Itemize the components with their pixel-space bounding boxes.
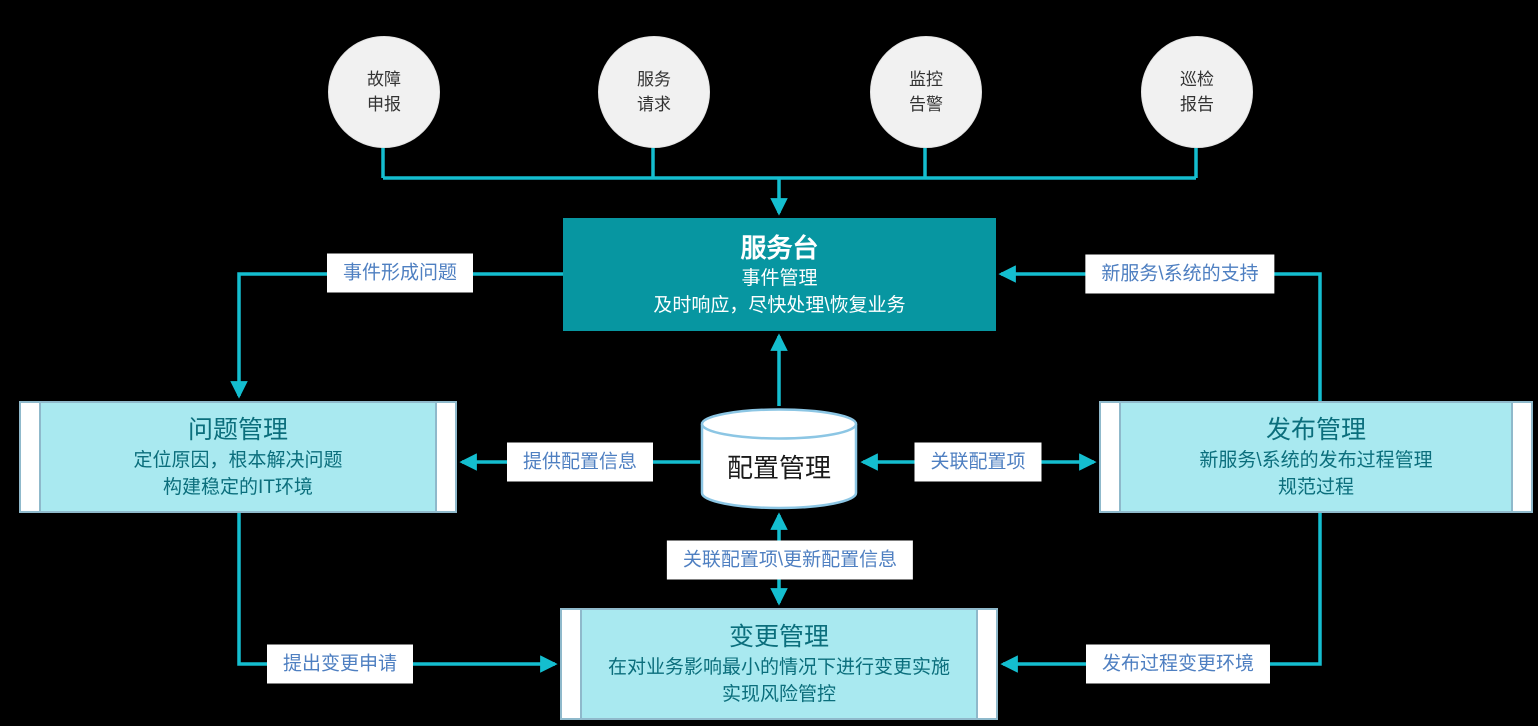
change-management-shape	[580, 610, 978, 718]
change-management-node: 变更管理 在对业务影响最小的情况下进行变更实施 实现风险管控	[560, 608, 998, 720]
problem-management-line2: 构建稳定的IT环境	[163, 477, 313, 498]
release-management-node: 发布管理 新服务\系统的发布过程管理 规范过程	[1099, 401, 1533, 513]
change-management-line2: 实现风险管控	[721, 684, 836, 705]
edge-label-provide-config: 提供配置信息	[506, 442, 654, 482]
problem-management-line1: 定位原因，根本解决问题	[133, 450, 343, 471]
problem-management-title: 问题管理	[187, 416, 288, 444]
change-management-title: 变更管理	[728, 623, 829, 651]
edge-label-release-change-env: 发布过程变更环境	[1085, 644, 1271, 684]
edge-label-change-request: 提出变更申请	[266, 644, 414, 684]
source-circle-monitor-alert-label: 监控 告警	[909, 70, 943, 114]
service-desk-line1: 事件管理	[741, 267, 818, 289]
source-circle-service-request-label: 服务 请求	[637, 70, 671, 114]
source-circle-fault-report: 故障 申报	[328, 36, 440, 148]
service-desk-title: 服务台	[740, 232, 819, 263]
edge-label-link-update-config: 关联配置项\更新配置信息	[666, 540, 914, 580]
release-management-title: 发布管理	[1265, 416, 1366, 444]
edge-label-incident-to-problem: 事件形成问题	[326, 253, 474, 293]
connector-problem-to-change	[237, 513, 558, 673]
config-management-title: 配置管理	[726, 452, 831, 483]
change-management-line1: 在对业务影响最小的情况下进行变更实施	[607, 657, 950, 678]
edge-label-new-service-support: 新服务\系统的支持	[1085, 254, 1275, 294]
source-circle-service-request: 服务 请求	[598, 36, 710, 148]
config-management-cylinder: 配置管理	[699, 407, 859, 511]
release-management-line1: 新服务\系统的发布过程管理	[1199, 450, 1433, 471]
problem-management-node: 问题管理 定位原因，根本解决问题 构建稳定的IT环境	[19, 401, 457, 513]
edge-label-link-config: 关联配置项	[914, 442, 1042, 482]
connector-release-to-change	[1000, 513, 1322, 673]
source-circle-monitor-alert: 监控 告警	[870, 36, 982, 148]
connector-source-drops	[381, 145, 1198, 178]
service-desk-node: 服务台 事件管理 及时响应，尽快处理\恢复业务	[563, 218, 996, 331]
source-circle-inspection-report: 巡检 报告	[1141, 36, 1253, 148]
source-circle-fault-report-label: 故障 申报	[367, 70, 401, 114]
cylinder-shape	[700, 408, 858, 510]
problem-management-shape	[39, 403, 437, 511]
service-desk-line2: 及时响应，尽快处理\恢复业务	[653, 294, 906, 316]
release-management-line2: 规范过程	[1277, 477, 1354, 498]
source-circle-inspection-report-label: 巡检 报告	[1180, 70, 1214, 114]
release-management-shape	[1119, 403, 1513, 511]
